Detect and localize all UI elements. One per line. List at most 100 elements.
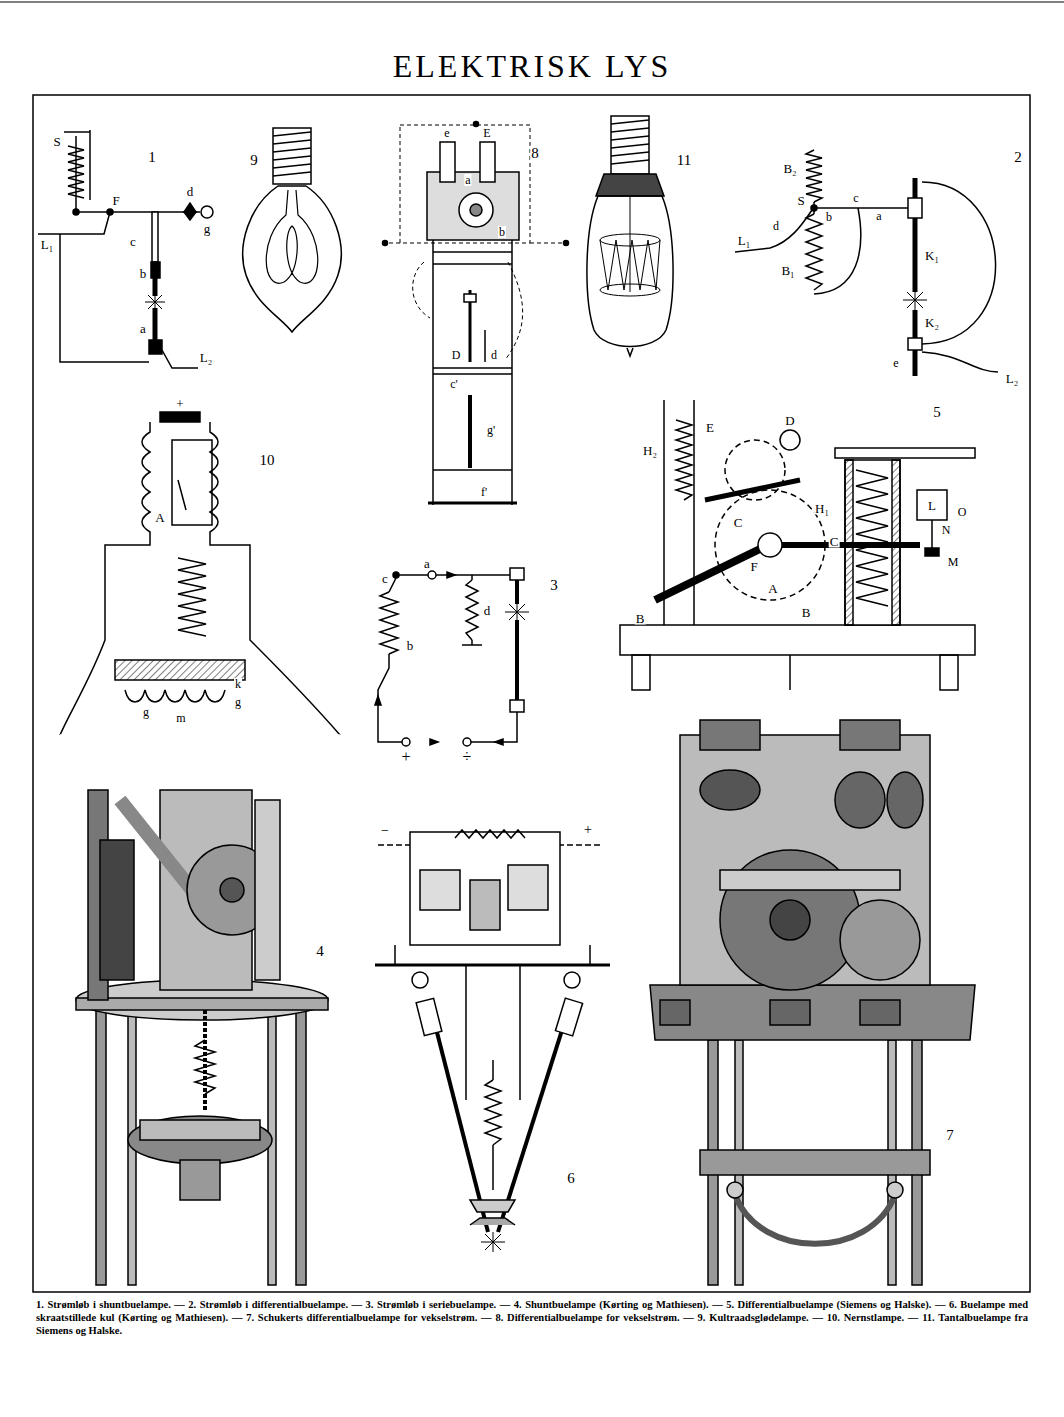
- ac-differential-lamp-8-part: [464, 294, 476, 302]
- part-letter: A: [767, 582, 778, 595]
- part-letter: L₁: [737, 234, 751, 247]
- part-letter: g': [486, 424, 496, 436]
- part-letter: C: [829, 535, 840, 548]
- inclined-carbon-lamp: [375, 830, 610, 1252]
- part-letter: d: [772, 220, 780, 232]
- part-letter: d: [186, 185, 195, 198]
- part-letter: f': [480, 486, 488, 498]
- part-letter: +: [175, 397, 184, 410]
- shunt-lamp-4-part: [296, 1000, 306, 1285]
- part-letter: S: [796, 194, 805, 207]
- nernst-lamp-part: [178, 558, 206, 636]
- part-letter: b: [825, 211, 833, 223]
- part-letter: K₁: [924, 249, 940, 262]
- inclined-carbon-lamp-part: [519, 965, 521, 1100]
- ac-differential-lamp-8-part: [505, 262, 523, 360]
- shunt-lamp-4-part: [220, 878, 244, 902]
- ac-differential-lamp-8-part: [474, 122, 479, 127]
- figure-number: +: [400, 749, 411, 765]
- part-letter: g: [203, 222, 212, 235]
- schuckert-lamp-part: [700, 720, 760, 750]
- carbon-filament-bulb-part: [273, 132, 311, 176]
- series-circuit-figure: [375, 568, 529, 746]
- ac-differential-lamp-8-part: [459, 193, 493, 227]
- schuckert-lamp-part: [887, 1182, 903, 1198]
- differential-lamp-5-part: [931, 520, 933, 548]
- ac-differential-lamp-8-part: [433, 263, 512, 265]
- part-letter: K₂: [924, 316, 940, 329]
- tantalum-bulb-part: [630, 196, 631, 292]
- series-circuit-figure-part: [402, 738, 410, 746]
- differential-circuit-figure-part: [806, 214, 822, 290]
- tantalum-bulb-part: [600, 240, 660, 290]
- schuckert-lamp-part: [770, 1000, 810, 1025]
- figure-number: ÷: [462, 749, 473, 765]
- ac-differential-lamp-8-part: [480, 142, 495, 182]
- ac-differential-lamp-8-part: [484, 330, 486, 362]
- inclined-carbon-lamp-part: [394, 945, 396, 965]
- differential-lamp-5-part: [940, 655, 958, 690]
- plate-frame-part: [33, 95, 1030, 1292]
- differential-lamp-5-part: [925, 548, 939, 556]
- shunt-circuit-figure-part: [38, 212, 110, 234]
- differential-lamp-5-part: [620, 625, 975, 655]
- differential-circuit-figure: [735, 150, 998, 376]
- tantalum-bulb-part: [600, 234, 660, 246]
- figure-number: 1: [147, 150, 157, 165]
- schuckert-lamp-part: [650, 985, 975, 1040]
- shunt-circuit-figure-part: [73, 209, 79, 215]
- part-letter: g: [142, 706, 150, 718]
- part-letter: m: [175, 712, 186, 724]
- part-letter: −: [380, 824, 390, 838]
- schuckert-lamp: [650, 720, 975, 1285]
- ac-differential-lamp-8-part: [432, 240, 434, 505]
- carbon-filament-bulb: [243, 128, 341, 332]
- shunt-lamp-4-part: [180, 1160, 220, 1200]
- shunt-circuit-figure-part: [60, 234, 149, 362]
- series-circuit-figure-part-part: [509, 604, 525, 620]
- carbon-filament-bulb-part: [243, 186, 341, 332]
- series-circuit-figure-part: [463, 738, 471, 746]
- ac-differential-lamp-8-part: [530, 243, 566, 244]
- nernst-lamp-part: [60, 734, 340, 736]
- series-circuit-figure-part: [495, 739, 503, 745]
- schuckert-lamp-part: [860, 1000, 900, 1025]
- inclined-carbon-lamp-part: [481, 1232, 505, 1252]
- shunt-circuit-figure-part: [64, 131, 90, 133]
- inclined-carbon-lamp-part: [410, 832, 560, 945]
- differential-lamp-5-part: [917, 490, 947, 520]
- figure-number: 5: [932, 405, 942, 420]
- series-circuit-figure-part: [471, 712, 517, 742]
- differential-lamp-5-part: [789, 655, 791, 690]
- differential-lamp-5-part: [758, 533, 782, 557]
- nernst-lamp-part: [115, 660, 245, 680]
- figure-number: 10: [259, 453, 276, 468]
- shunt-circuit-figure-part: [68, 146, 84, 198]
- ac-differential-lamp-8-part: [433, 251, 512, 253]
- differential-lamp-5-part: [856, 470, 888, 606]
- plate-frame: [0, 2, 1064, 1292]
- part-letter: c': [449, 378, 459, 390]
- series-circuit-figure-part: [447, 572, 455, 578]
- inclined-carbon-lamp-part: [420, 870, 460, 910]
- part-letter: M: [947, 556, 960, 568]
- shunt-circuit-figure-part: [151, 262, 160, 278]
- series-circuit-figure-part: [389, 578, 396, 592]
- part-letter: e: [443, 127, 450, 139]
- part-letter: O: [957, 506, 968, 518]
- inclined-carbon-lamp-part: [465, 965, 467, 1100]
- shunt-circuit-figure-part: [153, 308, 158, 340]
- tantalum-bulb-part: [627, 348, 633, 356]
- part-letter: N: [941, 524, 952, 536]
- ac-differential-lamp-8-part: [511, 240, 513, 505]
- shunt-circuit-figure-part-part: [148, 295, 162, 309]
- part-letter: F: [749, 560, 758, 573]
- figure-number: 3: [549, 578, 559, 593]
- differential-lamp-5-part: [632, 655, 650, 690]
- part-letter: a: [875, 210, 882, 222]
- figure-number: 11: [676, 153, 692, 168]
- part-letter: +: [583, 823, 593, 837]
- shunt-circuit-figure-part: [149, 340, 162, 354]
- part-letter: k: [234, 678, 242, 690]
